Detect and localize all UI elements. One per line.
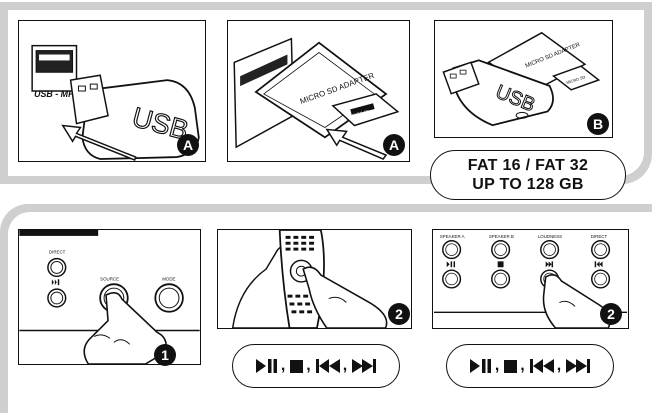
- capacity-line: UP TO 128 GB: [472, 176, 584, 193]
- playback-controls-right: , , ,: [446, 344, 614, 388]
- separator: ,: [306, 357, 311, 374]
- next-track-icon: [566, 359, 591, 373]
- step-badge-a: A: [177, 134, 199, 156]
- usb-sd-panel: MICRO SD ADAPTER MICRO SD USB B: [434, 20, 613, 138]
- remote-control-panel: 2: [217, 229, 412, 329]
- play-pause-icon: [255, 359, 278, 373]
- step-badge-2: 2: [600, 303, 622, 325]
- source-button-illustration: DIRECT SOURCE MODE: [19, 230, 200, 364]
- format-line: FAT 16 / FAT 32: [467, 157, 589, 174]
- step-badge-b: B: [587, 113, 609, 135]
- loudness-label: LOUDNESS: [538, 234, 562, 239]
- usb-sd-illustration: MICRO SD ADAPTER MICRO SD USB: [442, 31, 601, 127]
- previous-track-icon: [315, 359, 340, 373]
- separator: ,: [342, 357, 348, 374]
- usb-insert-illustration: USB - MP3 USB: [31, 44, 200, 161]
- speaker-a-label: SPEAKER A: [440, 234, 465, 239]
- format-info-box: FAT 16 / FAT 32 UP TO 128 GB: [430, 150, 626, 200]
- usb-insert-panel: USB - MP3 USB A: [18, 20, 206, 162]
- micro-sd-text: MICRO SD: [349, 108, 369, 118]
- direct-label: DIRECT: [591, 234, 608, 239]
- source-label: SOURCE: [100, 276, 119, 281]
- source-button-panel: DIRECT SOURCE MODE 1: [18, 229, 201, 366]
- next-track-icon: [352, 359, 377, 373]
- separator: ,: [494, 357, 500, 374]
- playback-controls-left: , , ,: [232, 344, 400, 388]
- stop-icon: [290, 359, 304, 373]
- step-badge-2: 2: [388, 303, 410, 325]
- front-buttons-illustration: SPEAKER A SPEAKER B LOUDNESS DIRECT: [433, 234, 628, 328]
- remote-control-illustration: [231, 230, 388, 328]
- speaker-b-label: SPEAKER B: [489, 234, 514, 239]
- step-badge-1: 1: [154, 344, 176, 366]
- mode-label: MODE: [162, 276, 175, 281]
- sd-insert-illustration: MICRO SD ADAPTER MICRO SD: [233, 37, 400, 160]
- play-pause-icon: [469, 359, 492, 373]
- step-badge-a: A: [383, 134, 405, 156]
- combo-micro-text: MICRO SD: [566, 74, 586, 85]
- front-buttons-panel: SPEAKER A SPEAKER B LOUDNESS DIRECT 2: [432, 229, 629, 329]
- previous-track-icon: [529, 359, 554, 373]
- usb-port-label: USB - MP3: [34, 89, 79, 99]
- stop-icon: [504, 359, 518, 373]
- direct-label: DIRECT: [49, 250, 66, 255]
- separator: ,: [556, 357, 562, 374]
- separator: ,: [280, 357, 286, 374]
- sd-insert-panel: MICRO SD ADAPTER MICRO SD A: [227, 20, 410, 162]
- separator: ,: [520, 357, 525, 374]
